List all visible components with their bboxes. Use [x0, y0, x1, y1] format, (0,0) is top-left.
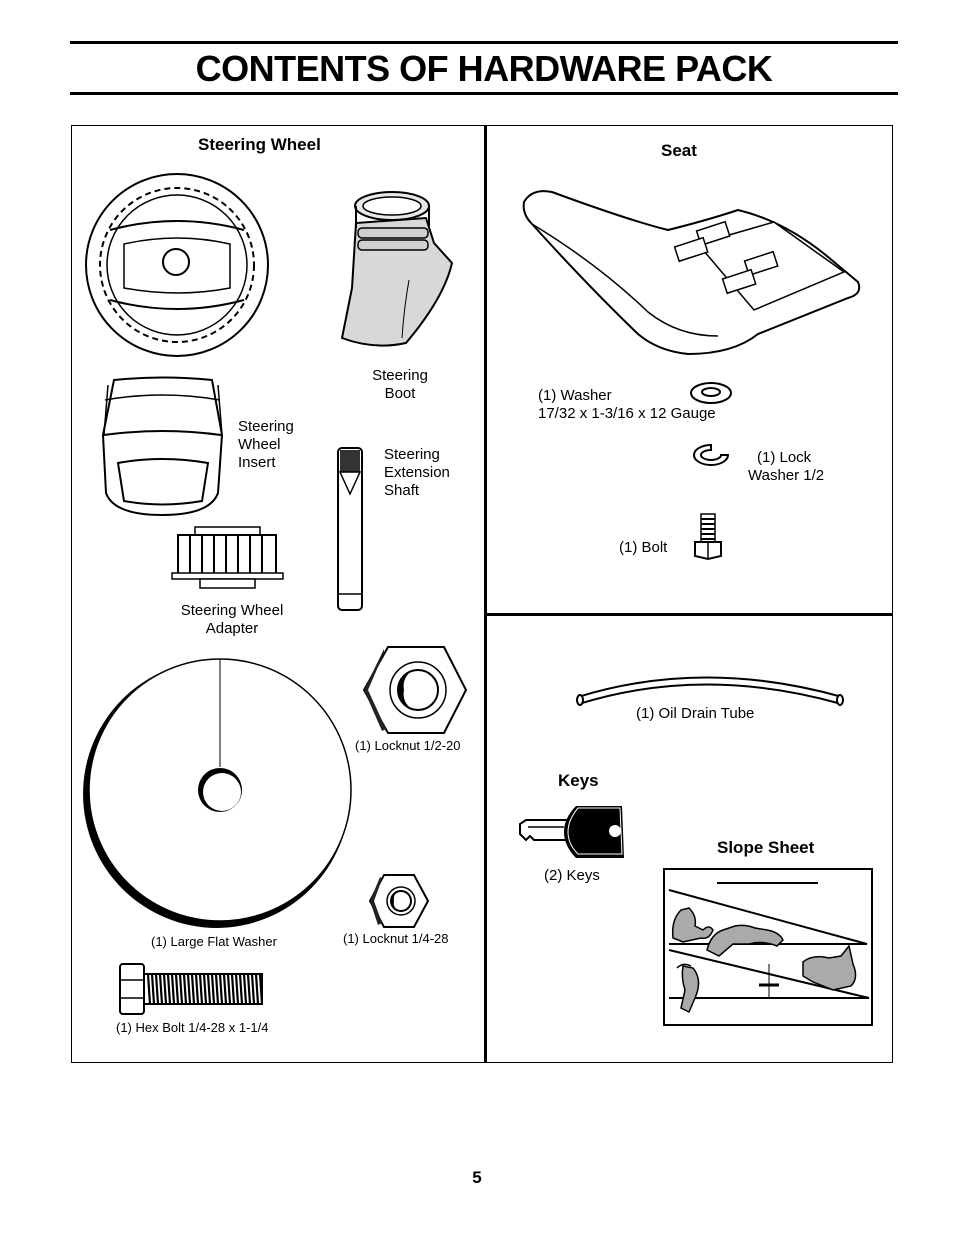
lock-washer-label: (1) Lock Washer 1/2 [748, 449, 825, 484]
slope-sheet-illustration [663, 868, 873, 1026]
large-flat-washer-illustration [83, 658, 352, 928]
steering-wheel-heading: Steering Wheel [198, 135, 321, 154]
page-number: 5 [472, 1168, 482, 1187]
bolt-label: (1) Bolt [619, 539, 668, 556]
lock-washer-illustration [693, 443, 730, 466]
steering-wheel-insert-label: Steering Wheel Insert [238, 418, 294, 471]
vertical-divider [484, 125, 487, 1063]
steering-boot-illustration [340, 191, 454, 347]
seat-heading: Seat [661, 141, 697, 160]
slope-sheet-heading: Slope Sheet [717, 838, 815, 857]
contents-frame [71, 125, 893, 1063]
locknut-large-label: (1) Locknut 1/2-20 [355, 738, 461, 753]
horizontal-divider [486, 613, 893, 616]
keys-label: (2) Keys [544, 867, 600, 884]
steering-wheel-adapter-illustration [171, 526, 284, 589]
locknut-large-illustration [362, 646, 468, 734]
title-underline [70, 92, 898, 95]
washer-illustration [690, 382, 732, 404]
hex-bolt-label: (1) Hex Bolt 1/4-28 x 1-1/4 [116, 1020, 269, 1035]
keys-heading: Keys [558, 771, 599, 790]
steering-wheel-adapter-label: Steering Wheel Adapter [180, 602, 284, 637]
steering-extension-shaft-illustration [337, 447, 363, 611]
steering-boot-label: Steering Boot [372, 367, 428, 402]
locknut-small-illustration [368, 874, 430, 928]
hex-bolt-illustration [119, 963, 264, 1015]
key-illustration [519, 806, 624, 858]
oil-drain-tube-illustration [576, 676, 844, 706]
steering-wheel-illustration [85, 173, 269, 357]
seat-illustration [522, 190, 861, 356]
washer-label: (1) Washer 17/32 x 1-3/16 x 12 Gauge [538, 387, 716, 422]
oil-drain-tube-label: (1) Oil Drain Tube [636, 705, 755, 722]
large-flat-washer-label: (1) Large Flat Washer [151, 934, 277, 949]
top-rule [70, 41, 898, 44]
steering-wheel-insert-illustration [101, 376, 224, 517]
steering-extension-shaft-label: Steering Extension Shaft [384, 446, 450, 499]
locknut-small-label: (1) Locknut 1/4-28 [343, 931, 449, 946]
bolt-illustration [694, 513, 722, 561]
page-title: CONTENTS OF HARDWARE PACK [195, 48, 773, 89]
